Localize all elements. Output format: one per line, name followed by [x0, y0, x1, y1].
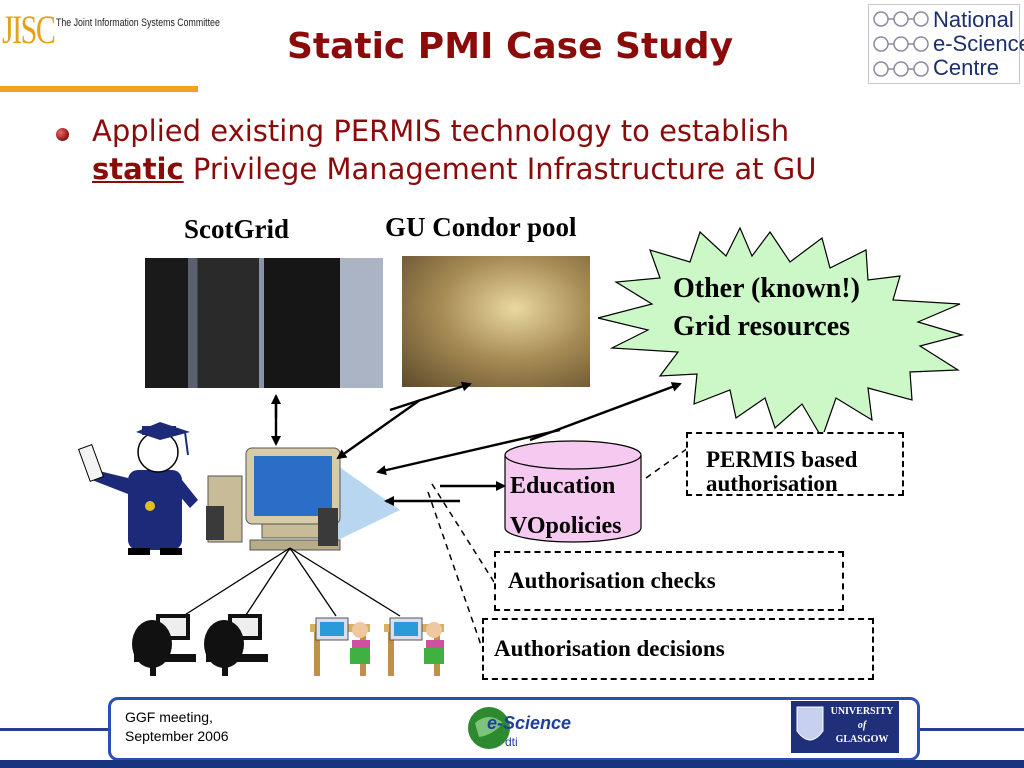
central-workstation-icon: [206, 447, 400, 551]
bullet-emphasis: static: [92, 152, 184, 186]
client-machine-2-icon: [204, 614, 268, 676]
slide-title: Static PMI Case Study: [286, 26, 734, 67]
footer-meeting-text: GGF meeting, September 2006: [125, 708, 229, 746]
grid-resources-line-1: Other (known!): [673, 273, 860, 304]
grid-resources-starburst: [597, 226, 965, 440]
grid-resources-line-2: Grid resources: [673, 311, 851, 342]
nesc-logo: National e-Science Centre: [868, 4, 1024, 84]
client-machine-1-icon: [132, 614, 196, 676]
grid-resources-label: Other (known!) Grid resources: [673, 270, 860, 346]
client-machine-3-icon: [310, 617, 370, 676]
nesc-line-1: National: [933, 7, 1014, 32]
escience-globe-icon: [468, 707, 510, 749]
footer-meeting-line-2: September 2006: [125, 728, 229, 744]
vo-policies-label: VOpolicies: [510, 513, 622, 539]
glasgow-line-1: UNIVERSITY: [830, 706, 894, 717]
header-accent-bar: [0, 86, 198, 92]
permis-authorisation-box: PERMIS based authorisation: [686, 432, 904, 496]
client-machine-4-icon: [384, 617, 444, 676]
bullet-line-1: Applied existing PERMIS technology to es…: [92, 114, 790, 148]
jisc-logo-subtitle: The Joint Information Systems Committee: [56, 17, 220, 29]
graduate-user-icon: [77, 422, 198, 555]
bullet-icon: [56, 128, 69, 141]
scotgrid-photo: [145, 258, 383, 388]
escience-logo-sub: dti: [505, 735, 518, 749]
glasgow-logo: UNIVERSITY of GLASGOW: [791, 701, 899, 753]
authorisation-decisions-box: Authorisation decisions: [482, 618, 874, 680]
escience-logo-text: e-Science: [487, 713, 572, 733]
permis-box-line-1: PERMIS based: [706, 447, 858, 472]
footer-panel: GGF meeting, September 2006 e-Science dt…: [108, 697, 920, 761]
jisc-logo-text: JISC: [2, 7, 56, 52]
glasgow-logo-text: UNIVERSITY of GLASGOW: [827, 705, 897, 747]
authorisation-checks-box: Authorisation checks: [494, 551, 844, 611]
scotgrid-label: ScotGrid: [184, 214, 289, 244]
education-label: Education: [510, 473, 616, 499]
nesc-line-2: e-Science: [933, 31, 1024, 56]
nesc-network-icon: [873, 11, 929, 77]
nesc-line-3: Centre: [933, 55, 1000, 80]
policy-database-label: Education VOpolicies: [510, 466, 622, 546]
jisc-logo: JISC The Joint Information Systems Commi…: [0, 0, 220, 60]
escience-logo: e-Science dti: [467, 703, 581, 753]
glasgow-line-3: GLASGOW: [835, 734, 889, 745]
condor-pool-label: GU Condor pool: [385, 212, 577, 242]
policy-database-icon: [504, 440, 642, 543]
footer-meeting-line-1: GGF meeting,: [125, 709, 213, 725]
bullet-text: Applied existing PERMIS technology to es…: [92, 112, 992, 188]
footer-bottom-bar: [0, 760, 1024, 768]
glasgow-line-2: of: [857, 720, 867, 731]
condor-pool-photo: [402, 256, 590, 387]
glasgow-crest-icon: [796, 706, 824, 741]
permis-box-line-2: authorisation: [706, 471, 838, 496]
bullet-line-2: Privilege Management Infrastructure at G…: [183, 152, 817, 186]
